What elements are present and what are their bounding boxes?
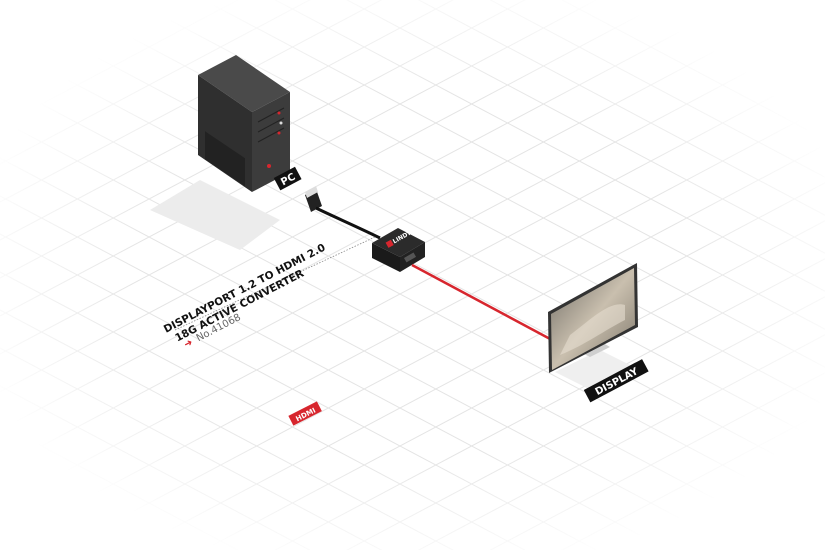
displayport-cable: [305, 186, 381, 240]
leader-line: [174, 236, 376, 331]
hdmi-cable: [411, 263, 553, 342]
pc-tower-icon: [198, 55, 290, 192]
monitor-icon: [548, 263, 638, 373]
lindy-adapter-icon: LINDY: [372, 228, 425, 272]
monitor-shadow: [555, 350, 640, 392]
pc-shadow: [150, 180, 280, 250]
